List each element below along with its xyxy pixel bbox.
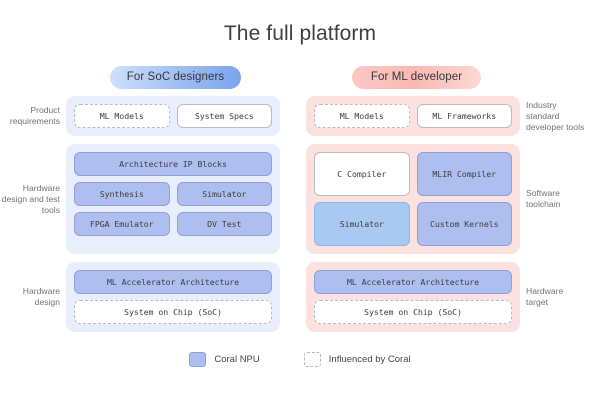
block-simulator[interactable]: Simulator [176,182,272,206]
block-system-on-chip-soc[interactable]: System on Chip (SoC) [314,300,512,324]
row-label-left: Hardware design and test tools [1,182,60,215]
row-label-left: Hardware design [22,286,60,307]
legend-label: Influenced by Coral [328,354,411,365]
column-gap [280,96,306,136]
block-simulator[interactable]: Simulator [314,202,410,246]
block-row: System on Chip (SoC) [314,300,512,324]
column-gap [280,262,306,332]
row-label-right: Software toolchain [526,188,561,209]
block-c-compiler[interactable]: C Compiler [314,152,410,196]
column-badges: For SoC designers For ML developer [0,66,600,90]
block-ml-accelerator-architecture[interactable]: ML Accelerator Architecture [74,270,272,294]
block-row: ML Accelerator Architecture [314,270,512,294]
block-row: ML Accelerator Architecture [74,270,272,294]
block-synthesis[interactable]: Synthesis [74,182,170,206]
block-system-specs[interactable]: System Specs [176,104,272,128]
block-architecture-ip-blocks[interactable]: Architecture IP Blocks [74,152,272,176]
block-dv-test[interactable]: DV Test [176,212,272,236]
block-system-on-chip-soc[interactable]: System on Chip (SoC) [74,300,272,324]
block-fpga-emulator[interactable]: FPGA Emulator [74,212,170,236]
page-title: The full platform [223,22,377,45]
block-row: System on Chip (SoC) [74,300,272,324]
block-ml-models[interactable]: ML Models [74,104,170,128]
legend: Coral NPU Influenced by Coral [0,352,600,367]
grid-row: Hardware design ML Accelerator Architectu… [0,262,600,332]
legend-item-influenced-by-coral: Influenced by Coral [303,352,411,367]
block-row: Architecture IP Blocks [74,152,272,176]
block-custom-kernels[interactable]: Custom Kernels [416,202,512,246]
legend-item-coral-npu: Coral NPU [189,352,260,367]
row-label-right: Industry standard developer tools [526,99,585,132]
block-ml-accelerator-architecture[interactable]: ML Accelerator Architecture [314,270,512,294]
badge-for-ml-developer: For ML developer [352,66,481,89]
dashed-swatch-icon [303,352,321,367]
block-ml-frameworks[interactable]: ML Frameworks [416,104,512,128]
row-label-right: Hardware target [526,286,564,307]
block-ml-models[interactable]: ML Models [314,104,410,128]
column-gap [280,144,306,254]
row-label-left: Product requirements [9,105,60,126]
badge-for-soc-designers: For SoC designers [110,66,241,89]
block-mlir-compiler[interactable]: MLIR Compiler [416,152,512,196]
coral-npu-swatch-icon [189,352,207,367]
legend-label: Coral NPU [214,354,260,365]
